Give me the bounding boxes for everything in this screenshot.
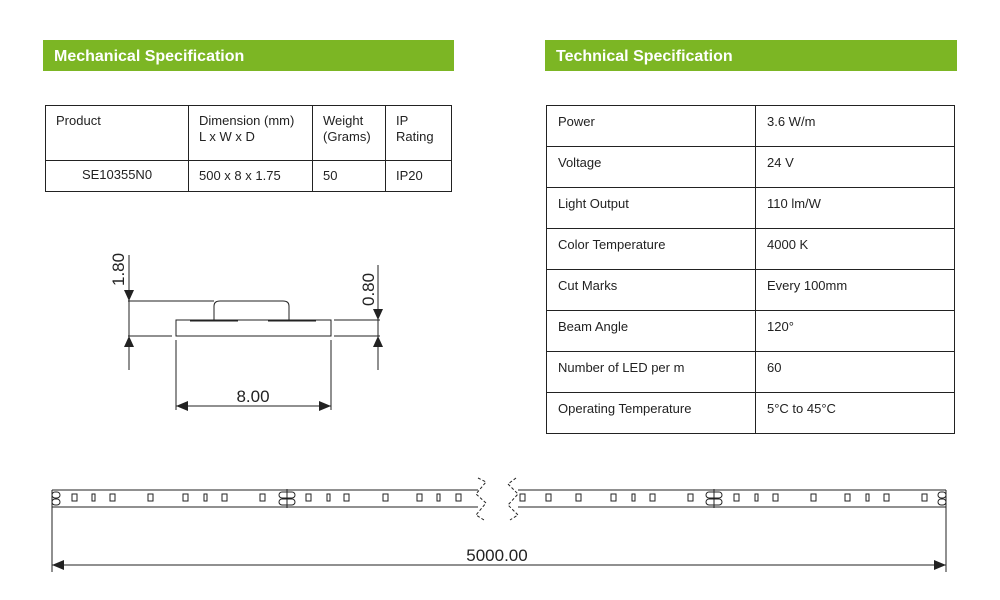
led-chip <box>416 493 423 502</box>
led-chip <box>772 493 779 502</box>
led-chip <box>221 493 228 502</box>
dimension-arrows <box>124 290 383 411</box>
strip-right-segment <box>518 489 947 508</box>
led-chip <box>810 493 817 502</box>
header-weight-label: Weight <box>323 113 364 128</box>
technical-spec-heading: Technical Specification <box>545 40 957 71</box>
break-mark-right <box>507 477 519 521</box>
led-chip <box>631 493 636 502</box>
strip-left-segment <box>51 489 478 508</box>
header-dimension-sub: L x W x D <box>199 129 255 144</box>
spec-label: Number of LED per m <box>546 351 756 393</box>
mechanical-spec-heading: Mechanical Specification <box>43 40 454 71</box>
spec-label: Light Output <box>546 187 756 229</box>
header-dimension: Dimension (mm)L x W x D <box>188 105 313 161</box>
solder-pad <box>51 498 61 506</box>
solder-pad <box>278 498 296 506</box>
led-chip <box>343 493 350 502</box>
led-chip <box>575 493 582 502</box>
led-chip <box>687 493 694 502</box>
solder-pad <box>705 491 723 499</box>
spec-label: Operating Temperature <box>546 392 756 434</box>
spec-value: 110 lm/W <box>755 187 955 229</box>
spec-value: 3.6 W/m <box>755 105 955 147</box>
header-weight-sub: (Grams) <box>323 129 371 144</box>
solder-pad <box>937 498 947 506</box>
led-chip <box>71 493 78 502</box>
spec-label: Color Temperature <box>546 228 756 270</box>
led-chip <box>865 493 870 502</box>
led-chip <box>733 493 740 502</box>
led-chip <box>203 493 208 502</box>
led-chip <box>844 493 851 502</box>
led-chip <box>109 493 116 502</box>
spec-label: Voltage <box>546 146 756 188</box>
solder-pad <box>278 491 296 499</box>
width-dimension: 8.00 <box>236 387 269 406</box>
break-mark-left <box>475 477 487 521</box>
header-ip-sub: Rating <box>396 129 434 144</box>
header-weight: Weight(Grams) <box>312 105 386 161</box>
solder-pad <box>51 491 61 499</box>
led-chip <box>147 493 154 502</box>
led-chip <box>519 493 526 502</box>
spec-value: 5°C to 45°C <box>755 392 955 434</box>
led-chip <box>545 493 552 502</box>
led-chip <box>382 493 389 502</box>
led-chip <box>455 493 462 502</box>
led-chip <box>921 493 928 502</box>
length-arrows <box>52 560 946 570</box>
led-chip <box>326 493 331 502</box>
weight-cell: 50 <box>312 160 386 192</box>
pcb-thickness-dimension: 0.80 <box>359 273 378 306</box>
led-chip <box>754 493 759 502</box>
solder-pad <box>705 498 723 506</box>
spec-label: Power <box>546 105 756 147</box>
led-chip <box>649 493 656 502</box>
spec-value: 4000 K <box>755 228 955 270</box>
header-ip-label: IP <box>396 113 409 128</box>
led-chip <box>91 493 96 502</box>
led-chip <box>610 493 617 502</box>
spec-value: 60 <box>755 351 955 393</box>
header-dimension-label: Dimension (mm) <box>199 113 295 128</box>
led-chip <box>305 493 312 502</box>
mechanical-spec-table: Product Dimension (mm)L x W x D Weight(G… <box>45 105 452 192</box>
spec-label: Cut Marks <box>546 269 756 311</box>
led-chip <box>436 493 441 502</box>
led-chip <box>259 493 266 502</box>
ip-cell: IP20 <box>385 160 452 192</box>
led-chip <box>182 493 189 502</box>
height-dimension: 1.80 <box>109 253 128 286</box>
solder-pad <box>937 491 947 499</box>
length-dimension: 5000.00 <box>466 546 527 565</box>
strip-drawing <box>51 477 947 572</box>
led-chip <box>883 493 890 502</box>
spec-value: 24 V <box>755 146 955 188</box>
